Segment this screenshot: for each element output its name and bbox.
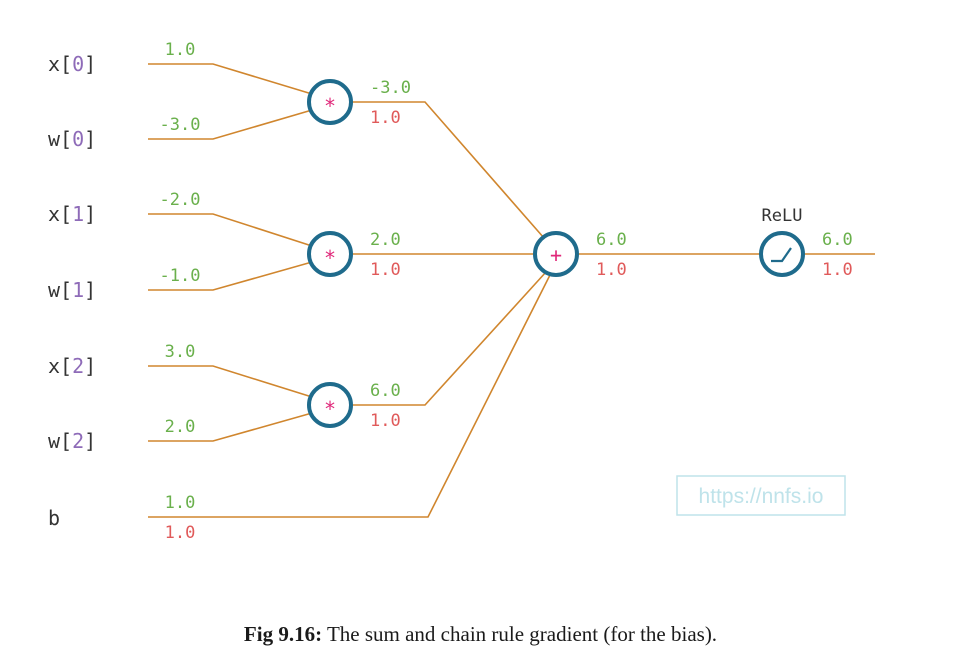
input-index: 2 (72, 354, 84, 378)
bias-label: b (48, 506, 60, 530)
input-bracket: ] (84, 127, 96, 151)
multiply-value: 2.0 (370, 230, 401, 250)
sum-node (533, 231, 579, 277)
multiply-node (307, 382, 353, 428)
input-value: -2.0 (160, 190, 201, 210)
input-wire (148, 213, 313, 247)
input-name: w[ (48, 127, 72, 151)
multiply-value: 6.0 (370, 381, 401, 401)
input-name: w[ (48, 278, 72, 302)
multiply-symbol: * (324, 94, 336, 118)
input-bracket: ] (84, 52, 96, 76)
multiply-node (307, 231, 353, 277)
input-value: -3.0 (160, 115, 201, 135)
input-index: 2 (72, 429, 84, 453)
multiply-value: -3.0 (370, 78, 411, 98)
input-value: -1.0 (160, 266, 201, 286)
nodes: * * * + ReLU (307, 79, 805, 428)
input-index: 0 (72, 52, 84, 76)
bias-wire (148, 274, 551, 518)
sum-gradient: 1.0 (596, 260, 627, 280)
relu-icon (771, 247, 792, 263)
mul-to-sum-wire (351, 271, 547, 406)
multiply-gradient: 1.0 (370, 411, 401, 431)
watermark-box (676, 475, 846, 516)
input-wire (148, 109, 313, 140)
input-bracket: ] (84, 429, 96, 453)
input-labels: x[0]w[0]x[1]w[1]x[2]w[2]b (48, 52, 96, 530)
input-name: w[ (48, 429, 72, 453)
input-name: x[ (48, 354, 72, 378)
sum-symbol: + (550, 243, 562, 267)
relu-label: ReLU (762, 206, 803, 226)
input-bracket: ] (84, 278, 96, 302)
caption-text: The sum and chain rule gradient (for the… (322, 622, 718, 646)
input-value: 3.0 (165, 342, 196, 362)
wires (148, 63, 875, 518)
input-label: x[2] (48, 354, 96, 378)
input-index: 1 (72, 278, 84, 302)
input-index: 0 (72, 127, 84, 151)
relu-value: 6.0 (822, 230, 853, 250)
input-value: 2.0 (165, 417, 196, 437)
relu-gradient: 1.0 (822, 260, 853, 280)
input-bracket: ] (84, 202, 96, 226)
multiply-symbol: * (324, 246, 336, 270)
computation-graph: x[0]w[0]x[1]w[1]x[2]w[2]b ***+ReLU 1.0-3… (48, 40, 875, 543)
input-label: x[0] (48, 52, 96, 76)
watermark: https://nnfs.io (676, 475, 846, 516)
input-label: w[2] (48, 429, 96, 453)
bias-value: 1.0 (165, 493, 196, 513)
mul-to-sum-wire (351, 101, 545, 239)
relu-node (759, 231, 805, 277)
multiply-symbol: * (324, 397, 336, 421)
watermark-text: https://nnfs.io (699, 485, 824, 508)
multiply-gradient: 1.0 (370, 108, 401, 128)
multiply-gradient: 1.0 (370, 260, 401, 280)
multiply-node (307, 79, 353, 125)
figure-caption: Fig 9.16: The sum and chain rule gradien… (0, 622, 961, 647)
input-index: 1 (72, 202, 84, 226)
input-wire (148, 261, 313, 291)
input-label: w[0] (48, 127, 96, 151)
input-wire (148, 412, 313, 442)
bias-gradient: 1.0 (165, 523, 196, 543)
input-label: w[1] (48, 278, 96, 302)
sum-value: 6.0 (596, 230, 627, 250)
input-value: 1.0 (165, 40, 196, 60)
input-name: x[ (48, 202, 72, 226)
input-label: x[1] (48, 202, 96, 226)
input-bracket: ] (84, 354, 96, 378)
input-wire (148, 63, 313, 95)
input-name: x[ (48, 52, 72, 76)
value-labels: 1.0 -3.0 -2.0 -1.0 3.0 2.0 1.0 1.0 -3.0 1.0 2.0 1.0… (160, 40, 853, 543)
input-wire (148, 365, 313, 398)
caption-prefix: Fig 9.16: (243, 622, 323, 646)
